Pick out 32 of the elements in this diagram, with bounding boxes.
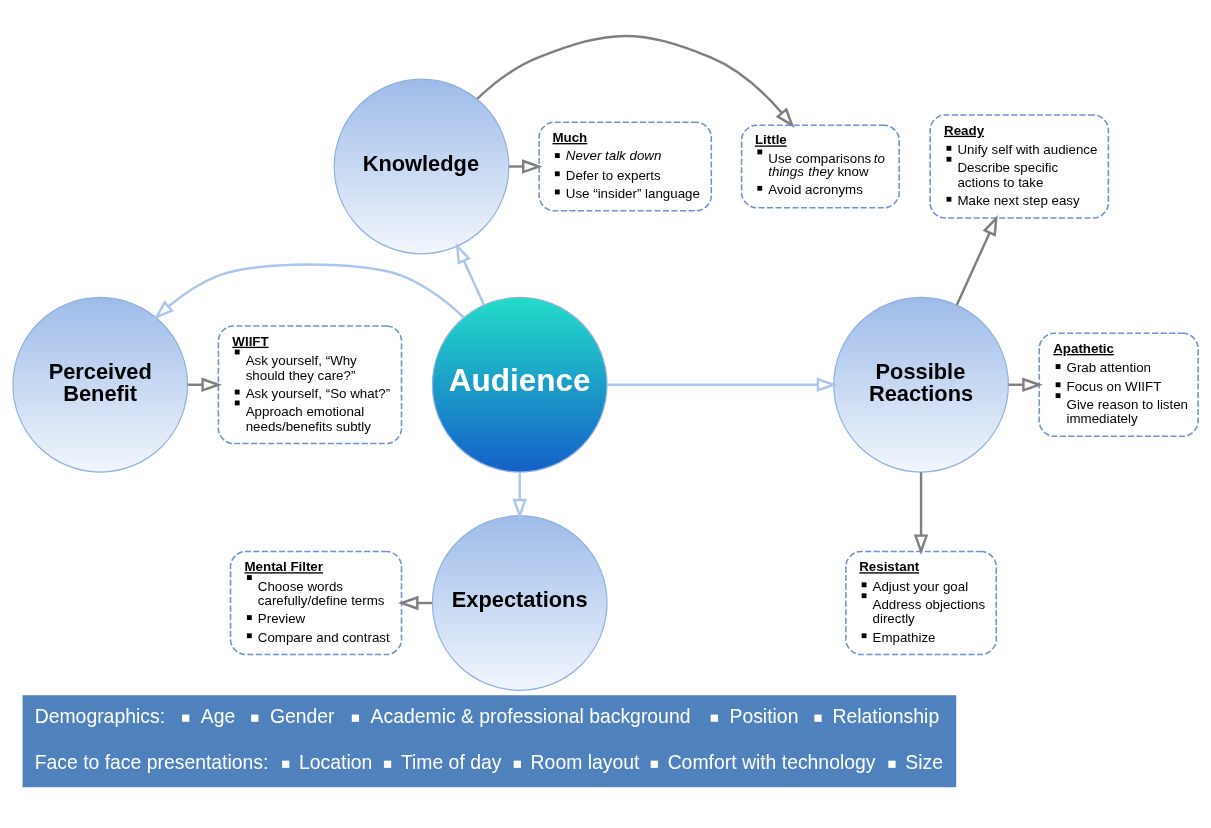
node-circle: Audience (431, 296, 608, 473)
label: Position (729, 704, 799, 727)
node-box: Much Never talk down Defer to experts Use “insider” language (538, 121, 713, 212)
node-box: WIIFT Ask yourself, “Why should they care?” Ask yourself, “So what?” Approach emotional needs/benefits subtly (217, 325, 403, 445)
arrow (476, 34, 795, 128)
label: Face to face presentations: (34, 750, 269, 773)
label: Comfort with technology (667, 750, 876, 773)
node-circle: Possible Reactions (833, 296, 1009, 473)
label: Academic & professional background (370, 704, 691, 727)
node-circle: Perceived Benefit (12, 296, 189, 473)
node-circle: Knowledge (333, 78, 510, 255)
arrow (509, 159, 543, 174)
label: Gender (269, 704, 335, 727)
label: Room layout (530, 750, 640, 773)
arrow (455, 242, 486, 306)
label: Size (905, 750, 943, 773)
label: Age (200, 704, 236, 727)
arrow (955, 215, 998, 306)
arrow (607, 377, 838, 392)
arrow (512, 472, 527, 520)
arrow (913, 472, 929, 556)
arrow (153, 263, 465, 320)
node-box: Resistant Adjust your goal Address objections directly Empathize (845, 550, 997, 656)
label: Demographics: (34, 704, 166, 727)
label: Relationship (832, 704, 940, 727)
label: Time of day (400, 750, 502, 773)
node-box: Ready Unify self with audience Describe specific actions to take Make next step easy (929, 114, 1110, 219)
node-circle: Expectations (431, 515, 608, 691)
node-box: Little Use comparisons to things they know Avoid acronyms (740, 124, 900, 209)
node-box: Apathetic Grab attention Focus on WIIFT Give reason to listen immediately (1038, 332, 1199, 438)
label: Location (299, 750, 373, 773)
node-box: Mental Filter Choose words carefully/define terms Preview Compare and contrast (229, 550, 403, 656)
